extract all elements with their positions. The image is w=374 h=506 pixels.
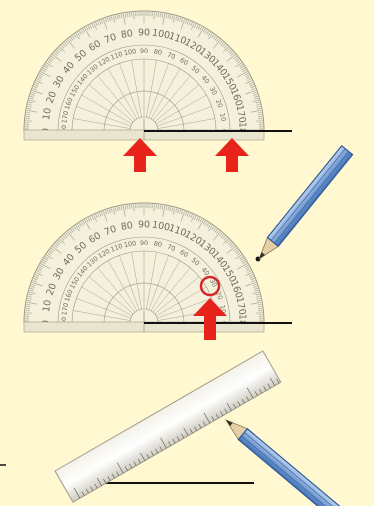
outer-scale-label: 80: [120, 28, 134, 41]
up-arrow-icon-center: [193, 298, 227, 340]
outer-scale-label: 10: [41, 299, 54, 313]
inner-scale-label: 30: [208, 85, 219, 96]
outer-scale-label: 90: [138, 220, 150, 231]
inner-scale-label: 110: [109, 242, 123, 254]
outer-scale-label: 70: [103, 32, 118, 46]
inner-scale-label: 160: [63, 288, 75, 302]
inner-scale-label: 80: [153, 240, 163, 249]
outer-scale-label: 170: [234, 104, 248, 124]
inner-scale-label: 40: [200, 74, 211, 85]
step-1: 0102030405060708090100110120130140150160…: [23, 10, 292, 172]
outer-scale-label: 90: [138, 28, 150, 39]
ruler-ticks: [73, 377, 280, 499]
inner-scale-label: 20: [214, 290, 224, 301]
protractor-2: 0102030405060708090100110120130140150160…: [23, 202, 265, 333]
inner-scale-label: 40: [200, 266, 211, 277]
protractor-1: 0102030405060708090100110120130140150160…: [23, 10, 265, 141]
inner-scale-label: 100: [123, 47, 137, 57]
inner-scale-label: 60: [178, 56, 189, 67]
outer-scale-label: 30: [51, 74, 67, 90]
pencil-icon-2: [224, 419, 354, 506]
outer-scale-label: 170: [234, 296, 248, 316]
circle-mark-icon: [199, 275, 221, 297]
inner-scale-label: 50: [190, 256, 201, 267]
inner-scale-label: 60: [178, 248, 189, 259]
inner-scale-label: 50: [190, 64, 201, 75]
ruler-icon: [54, 350, 282, 503]
step-2: 0102030405060708090100110120130140150160…: [23, 144, 354, 340]
outer-scale-label: 20: [45, 90, 59, 105]
up-arrow-icon-left: [123, 138, 157, 172]
up-arrow-icon-right: [215, 138, 249, 172]
outer-scale-label: 70: [103, 224, 118, 238]
inner-scale-label: 110: [109, 50, 123, 62]
inner-scale-label: 80: [153, 48, 163, 57]
step-3: [0, 350, 354, 506]
inner-scale-label: 70: [166, 243, 177, 253]
outer-scale-label: 100: [151, 219, 171, 233]
pencil-icon-1: [258, 144, 354, 261]
outer-scale-label: 20: [45, 282, 59, 297]
inner-scale-label: 170: [60, 302, 70, 316]
inner-scale-label: 90: [140, 47, 148, 55]
inner-scale-label: 170: [60, 110, 70, 124]
outer-scale-label: 60: [87, 230, 103, 246]
outer-scale-label: 80: [120, 220, 134, 233]
inner-scale-label: 160: [63, 96, 75, 110]
outer-scale-label: 30: [51, 266, 67, 282]
inner-scale-label: 20: [214, 98, 224, 109]
inner-scale-label: 90: [140, 239, 148, 247]
outer-scale-label: 60: [87, 38, 103, 54]
outer-scale-label: 100: [151, 27, 171, 41]
inner-scale-label: 70: [166, 51, 177, 61]
inner-scale-label: 10: [218, 112, 227, 122]
inner-scale-label: 100: [123, 239, 137, 249]
inner-scale-label: 30: [208, 277, 219, 288]
outer-scale-label: 10: [41, 107, 54, 121]
inner-scale-label: 10: [218, 304, 227, 314]
